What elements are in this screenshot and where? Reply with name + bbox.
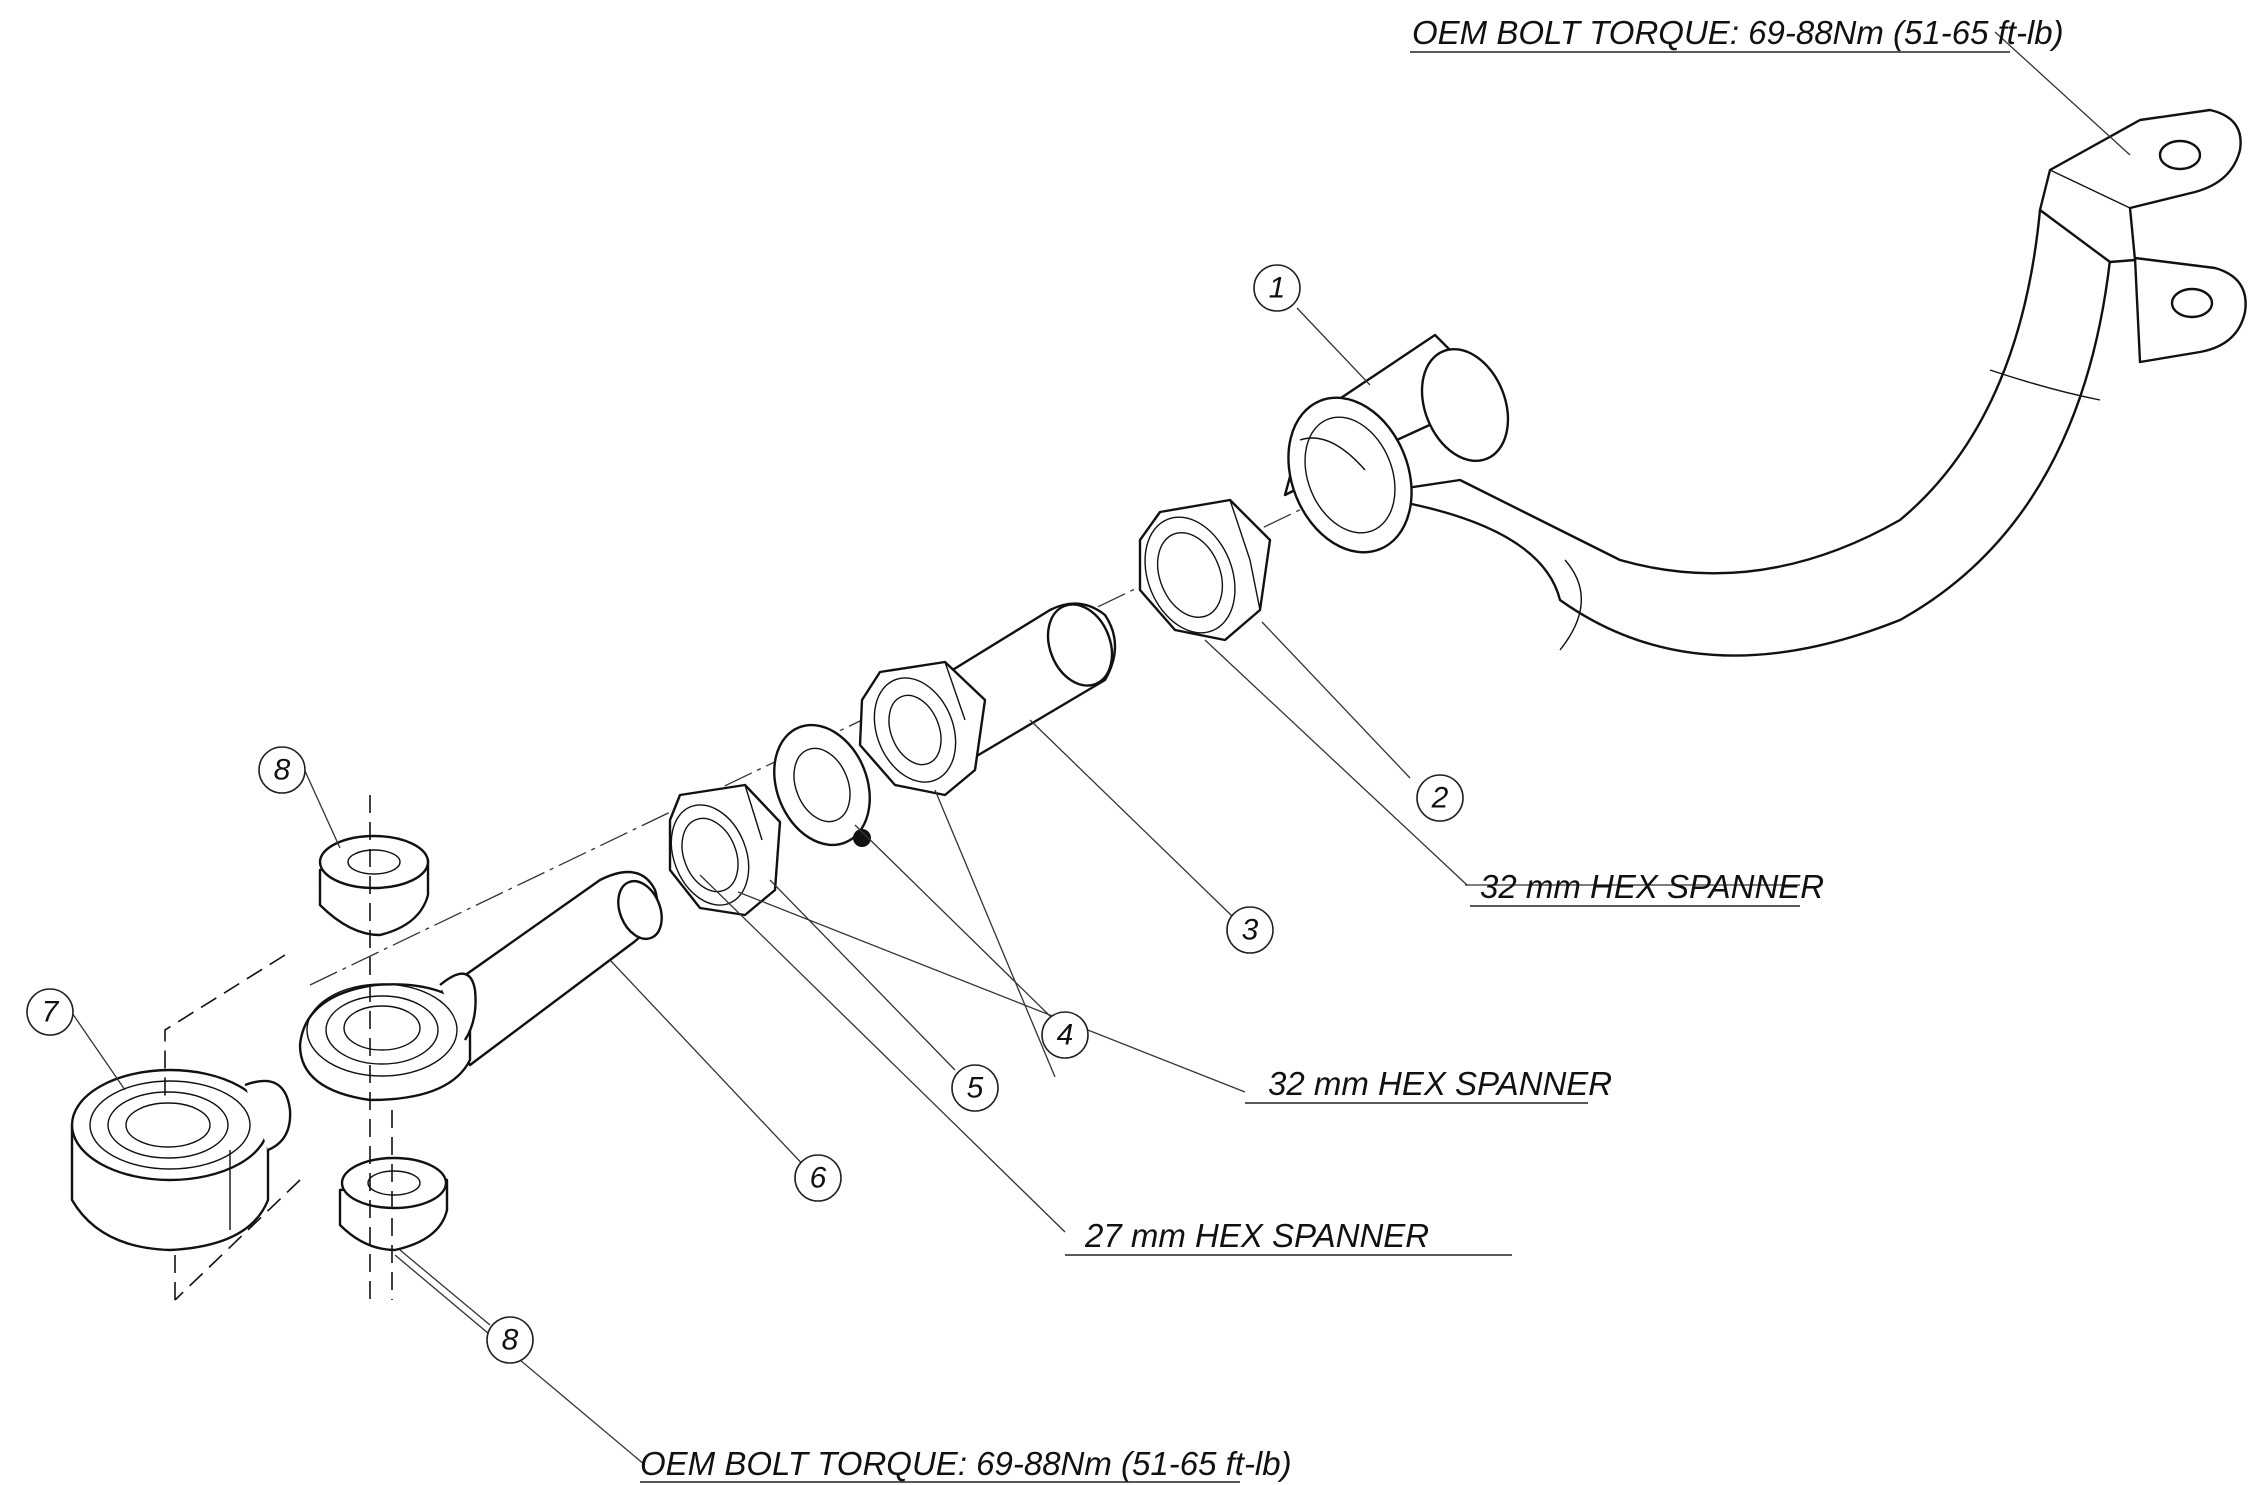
svg-text:5: 5 [967, 1072, 984, 1105]
svg-text:4: 4 [1057, 1019, 1074, 1052]
exploded-construction-lines [164, 795, 393, 1301]
svg-text:2: 2 [1431, 782, 1449, 815]
svg-text:3: 3 [1242, 914, 1259, 947]
balloon-4: 4 [1041, 1011, 1089, 1059]
part-5-hex-nut [668, 783, 782, 917]
svg-text:OEM BOLT TORQUE: 69-88Nm (51-6: OEM BOLT TORQUE: 69-88Nm (51-65 ft-lb) [1412, 14, 2064, 51]
balloon-8-bottom: 8 [486, 1316, 534, 1364]
part-7-spherical-bearing [70, 1068, 292, 1252]
svg-text:7: 7 [42, 996, 60, 1029]
svg-text:32 mm HEX SPANNER: 32 mm HEX SPANNER [1268, 1065, 1612, 1102]
note-bottom-torque: OEM BOLT TORQUE: 69-88Nm (51-65 ft-lb) [640, 1445, 1292, 1483]
balloon-8-top: 8 [258, 746, 306, 794]
part-3-threaded-adjuster [858, 602, 1117, 797]
note-27mm-spanner: 27 mm HEX SPANNER [1065, 1217, 1512, 1256]
svg-text:8: 8 [274, 754, 291, 787]
part-4-washer [773, 723, 871, 847]
note-top-torque: OEM BOLT TORQUE: 69-88Nm (51-65 ft-lb) [1410, 14, 2064, 53]
note-32mm-spanner-upper: 32 mm HEX SPANNER [1470, 868, 1824, 907]
svg-text:32 mm HEX SPANNER: 32 mm HEX SPANNER [1480, 868, 1824, 905]
part-1-curved-arm [1283, 108, 2247, 657]
part-6-rod-end-shank [428, 870, 663, 1067]
svg-text:1: 1 [1269, 272, 1286, 305]
svg-text:6: 6 [810, 1162, 827, 1195]
balloon-6: 6 [794, 1154, 842, 1202]
balloon-7: 7 [26, 988, 74, 1036]
svg-text:27 mm HEX SPANNER: 27 mm HEX SPANNER [1084, 1217, 1429, 1254]
part-8-spacer-bottom [338, 1156, 449, 1252]
svg-text:OEM BOLT TORQUE: 69-88Nm (51-6: OEM BOLT TORQUE: 69-88Nm (51-65 ft-lb) [640, 1445, 1292, 1482]
balloon-1: 1 [1253, 264, 1301, 312]
leader-lines [69, 31, 2131, 1466]
balloon-2: 2 [1416, 774, 1464, 822]
svg-text:8: 8 [502, 1324, 519, 1357]
rod-end-head [298, 972, 477, 1102]
note-32mm-spanner-lower: 32 mm HEX SPANNER [1245, 1065, 1612, 1104]
part-8-spacer-top [318, 834, 430, 937]
balloon-5: 5 [951, 1064, 999, 1112]
balloon-3: 3 [1226, 906, 1274, 954]
part-2-hex-nut [1138, 498, 1272, 642]
